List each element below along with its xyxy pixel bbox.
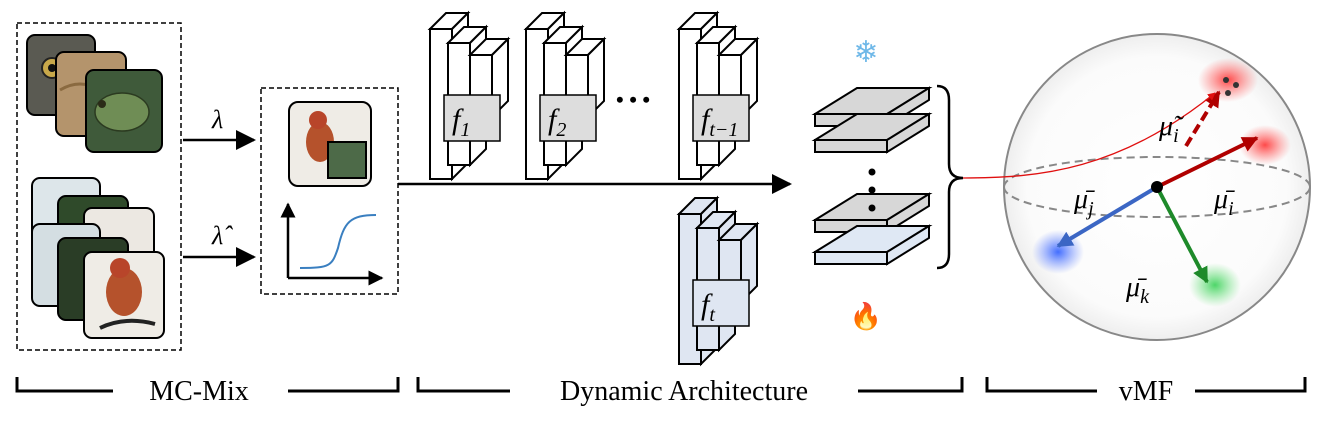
vdots-1: [868, 168, 876, 176]
equator-back: [1003, 156, 1311, 188]
green-cluster: [1189, 263, 1241, 307]
new-class-image-stack: [31, 177, 165, 339]
extractor-f-t-minus-1-label-box: [692, 94, 750, 142]
mu-i-vector: [1156, 136, 1259, 189]
input-image-panel: [16, 22, 182, 351]
projection-curve: [962, 92, 1216, 179]
old-class-image-stack: [26, 34, 163, 153]
equator-front: [1003, 186, 1311, 218]
section-brackets: MC-Mix Dynamic Architecture vMF: [15, 376, 1307, 407]
sphere-center: [1151, 181, 1163, 193]
extractor-f1-label-box: [443, 94, 501, 142]
sample-point-3: [1225, 90, 1231, 96]
extractor-f1: f1: [427, 10, 511, 182]
snowflake-icon: ❄: [853, 36, 878, 69]
extractor-ft-label-box: [692, 279, 750, 327]
curly-brace: [936, 84, 964, 270]
sample-point-1: [1223, 77, 1229, 83]
flame-icon: 🔥: [850, 301, 882, 331]
mu-j-vector: [1056, 185, 1159, 248]
mixed-patch: [327, 141, 367, 179]
section-label-vmf: vMF: [1119, 376, 1173, 407]
ellipsis: • • •: [616, 87, 650, 112]
extractor-f2-label-box: [539, 94, 597, 142]
vmf-sphere: [962, 33, 1311, 341]
feature-layer-2: [811, 112, 933, 154]
sigmoid-curve: [299, 214, 377, 269]
section-label-mcmix: MC-Mix: [149, 376, 249, 407]
input-panel-border: [16, 22, 182, 351]
extractor-f-t-minus-1: ft−1: [676, 10, 760, 182]
sample-point-2: [1233, 82, 1239, 88]
lambda-label: λ: [211, 105, 223, 134]
finch-body: [106, 268, 142, 316]
feature-layers: [811, 86, 933, 266]
vdots-2: [868, 186, 876, 194]
extractor-ft: ft: [676, 195, 760, 367]
lambda-hat-label: λ̂: [211, 221, 233, 250]
extractor-f2: f2: [523, 10, 607, 182]
vdots-3: [868, 204, 876, 212]
mu-k-vector: [1155, 186, 1209, 284]
feature-layer-4: [811, 224, 933, 266]
red-cluster-right: [1239, 125, 1291, 165]
frog-body: [94, 92, 150, 132]
mu-tilde-i-vector: [1184, 90, 1221, 148]
mix-panel-border: [260, 87, 399, 295]
section-label-dynamic: Dynamic Architecture: [560, 376, 808, 407]
mixed-sample-panel: [260, 87, 399, 295]
